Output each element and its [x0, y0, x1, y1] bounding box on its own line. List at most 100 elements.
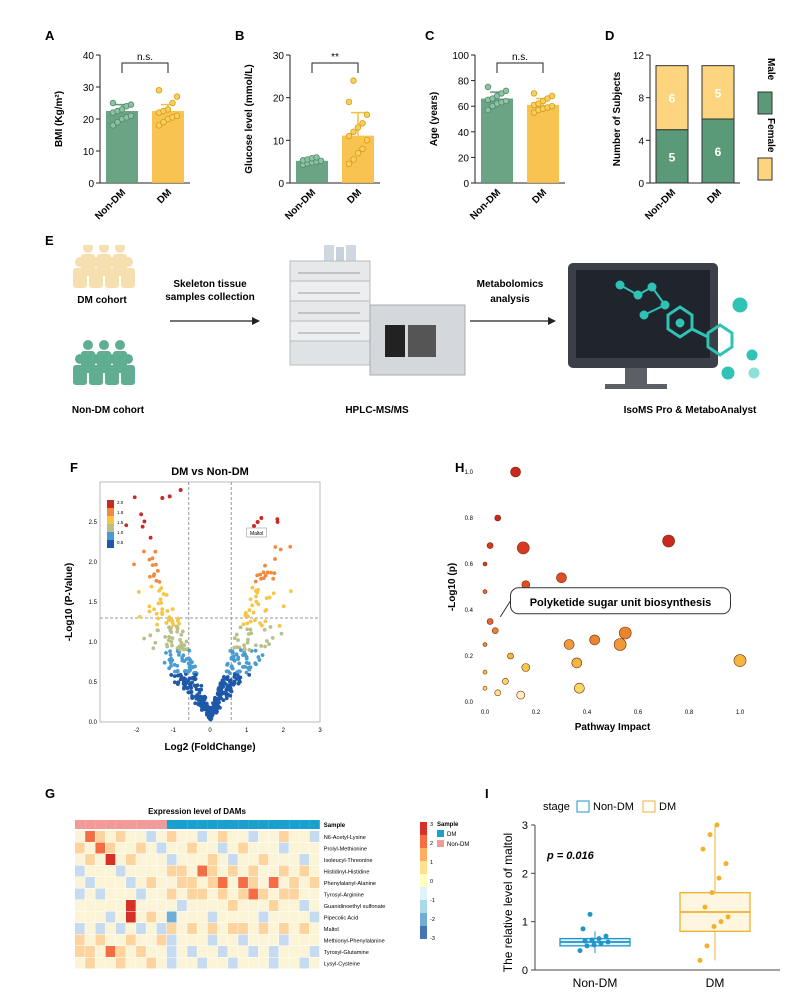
- legend-swatch-nondm: [576, 800, 590, 813]
- volcano-point: [210, 710, 215, 715]
- volcano-point: [179, 643, 184, 648]
- data-point: [700, 846, 706, 852]
- heatmap-cell: [187, 911, 197, 923]
- plot-area: [99, 481, 321, 723]
- y-tick-label: 40: [458, 128, 470, 139]
- heatmap-cell: [248, 888, 259, 900]
- volcano-point: [164, 593, 169, 597]
- heatmap-cell: [299, 911, 310, 923]
- heatmap-cell: [105, 854, 116, 865]
- heatmap-cell: [126, 854, 136, 865]
- heatmap-cell: [207, 923, 218, 934]
- scale-tick-label: -3: [430, 936, 435, 942]
- heatmap-cell: [75, 923, 85, 934]
- data-point: [359, 120, 366, 127]
- heatmap-cell: [115, 842, 126, 854]
- data-point: [603, 933, 609, 939]
- color-legend-swatch: [107, 532, 114, 540]
- data-point: [716, 875, 722, 881]
- heatmap-cell: [309, 854, 320, 865]
- heatmap-cell: [279, 888, 289, 900]
- data-point: [589, 937, 595, 943]
- volcano-point: [225, 661, 230, 666]
- legend-label-nondm: Non-DM: [447, 842, 469, 848]
- volcano-point: [246, 637, 250, 642]
- heatmap-cell: [146, 923, 157, 934]
- heatmap-cell: [85, 831, 95, 842]
- legend-swatch-nondm: [437, 840, 444, 847]
- heatmap-cell: [126, 946, 136, 957]
- heatmap-cell: [268, 957, 279, 969]
- y-tick-label: 2.0: [89, 560, 98, 566]
- volcano-point: [273, 557, 277, 561]
- data-point: [363, 137, 371, 144]
- volcano-point: [234, 652, 239, 657]
- volcano-point: [176, 652, 181, 657]
- heatmap-cell: [238, 957, 248, 969]
- y-tick-label: 10: [83, 147, 95, 158]
- pathway-point: [494, 514, 502, 522]
- volcano-point: [264, 639, 269, 643]
- volcano-point: [163, 635, 168, 639]
- x-tick-label: 0: [208, 728, 212, 734]
- heatmap-cell: [105, 923, 116, 934]
- heatmap-cell: [156, 957, 167, 969]
- volcano-point: [224, 687, 229, 692]
- heatmap-cell: [309, 923, 320, 934]
- heatmap-cell: [177, 934, 187, 946]
- volcano-point: [190, 665, 195, 670]
- data-point: [169, 99, 176, 107]
- heatmap-cell: [166, 877, 177, 888]
- data-point: [707, 832, 713, 838]
- y-tick-label: 0: [522, 965, 528, 977]
- volcano-point: [155, 622, 160, 627]
- heatmap-cell: [85, 854, 95, 865]
- color-legend-label: 1.8: [117, 510, 124, 515]
- heatmap-cell: [187, 865, 197, 877]
- heatmap-cell: [279, 957, 289, 969]
- heatmap-cell: [105, 934, 116, 946]
- scale-tick-label: 3: [430, 822, 433, 828]
- data-point: [580, 926, 586, 932]
- volcano-point: [157, 588, 162, 593]
- volcano-point: [178, 488, 183, 492]
- volcano-point: [243, 652, 248, 657]
- heatmap-cell: [197, 888, 208, 900]
- heatmap-cell: [187, 888, 197, 900]
- bar: [342, 135, 374, 183]
- heatmap-cell: [238, 900, 248, 911]
- heatmap-cell: [197, 957, 208, 969]
- heatmap-cell: [299, 946, 310, 957]
- volcano-point: [270, 636, 275, 640]
- volcano-point: [257, 658, 262, 662]
- volcano-point: [162, 660, 167, 665]
- volcano-point: [275, 517, 280, 522]
- sample-group-cell: [136, 820, 147, 829]
- volcano-point: [150, 563, 155, 568]
- heatmap-cell: [279, 865, 289, 877]
- heatmap-cell: [95, 957, 106, 969]
- data-point: [127, 112, 135, 119]
- data-point: [587, 911, 593, 917]
- sample-group-cell: [258, 820, 269, 829]
- color-legend-label: 1.5: [117, 520, 124, 525]
- y-tick-label: 30: [83, 83, 95, 94]
- scale-swatch: [420, 822, 427, 835]
- heatmap-cell: [105, 865, 116, 877]
- heatmap-cell: [268, 911, 279, 923]
- step1-label-line2: samples collection: [165, 292, 254, 303]
- heatmap-cell: [309, 911, 320, 923]
- data-point: [484, 106, 492, 114]
- nondm-cohort-label: Non-DM cohort: [72, 405, 145, 416]
- volcano-point: [150, 556, 155, 561]
- volcano-point: [232, 636, 237, 641]
- volcano-point: [190, 696, 195, 700]
- x-tick-label: DM: [530, 187, 549, 206]
- y-tick-label: 100: [452, 51, 469, 62]
- heatmap-cell: [177, 831, 187, 842]
- pathway-point: [486, 618, 494, 625]
- heatmap-cell: [207, 900, 218, 911]
- data-point: [359, 145, 366, 153]
- data-point: [697, 957, 703, 963]
- pathway-point: [502, 678, 509, 685]
